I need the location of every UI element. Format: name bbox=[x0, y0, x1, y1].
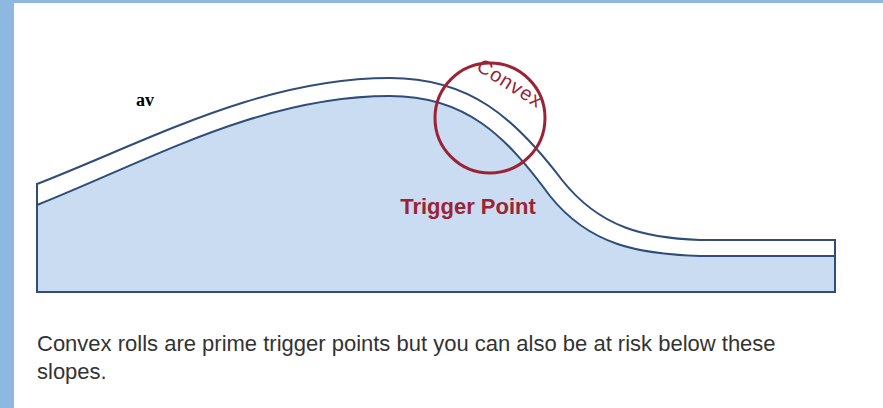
trigger-circle: Convex bbox=[433, 61, 547, 175]
circle-label: Convex bbox=[473, 54, 548, 113]
slide-border bbox=[14, 0, 883, 3]
caption: Convex rolls are prime trigger points bu… bbox=[37, 330, 847, 386]
slide-fragment: av bbox=[136, 90, 154, 111]
slide-strip bbox=[0, 0, 14, 408]
trigger-label: Trigger Point bbox=[400, 194, 536, 220]
